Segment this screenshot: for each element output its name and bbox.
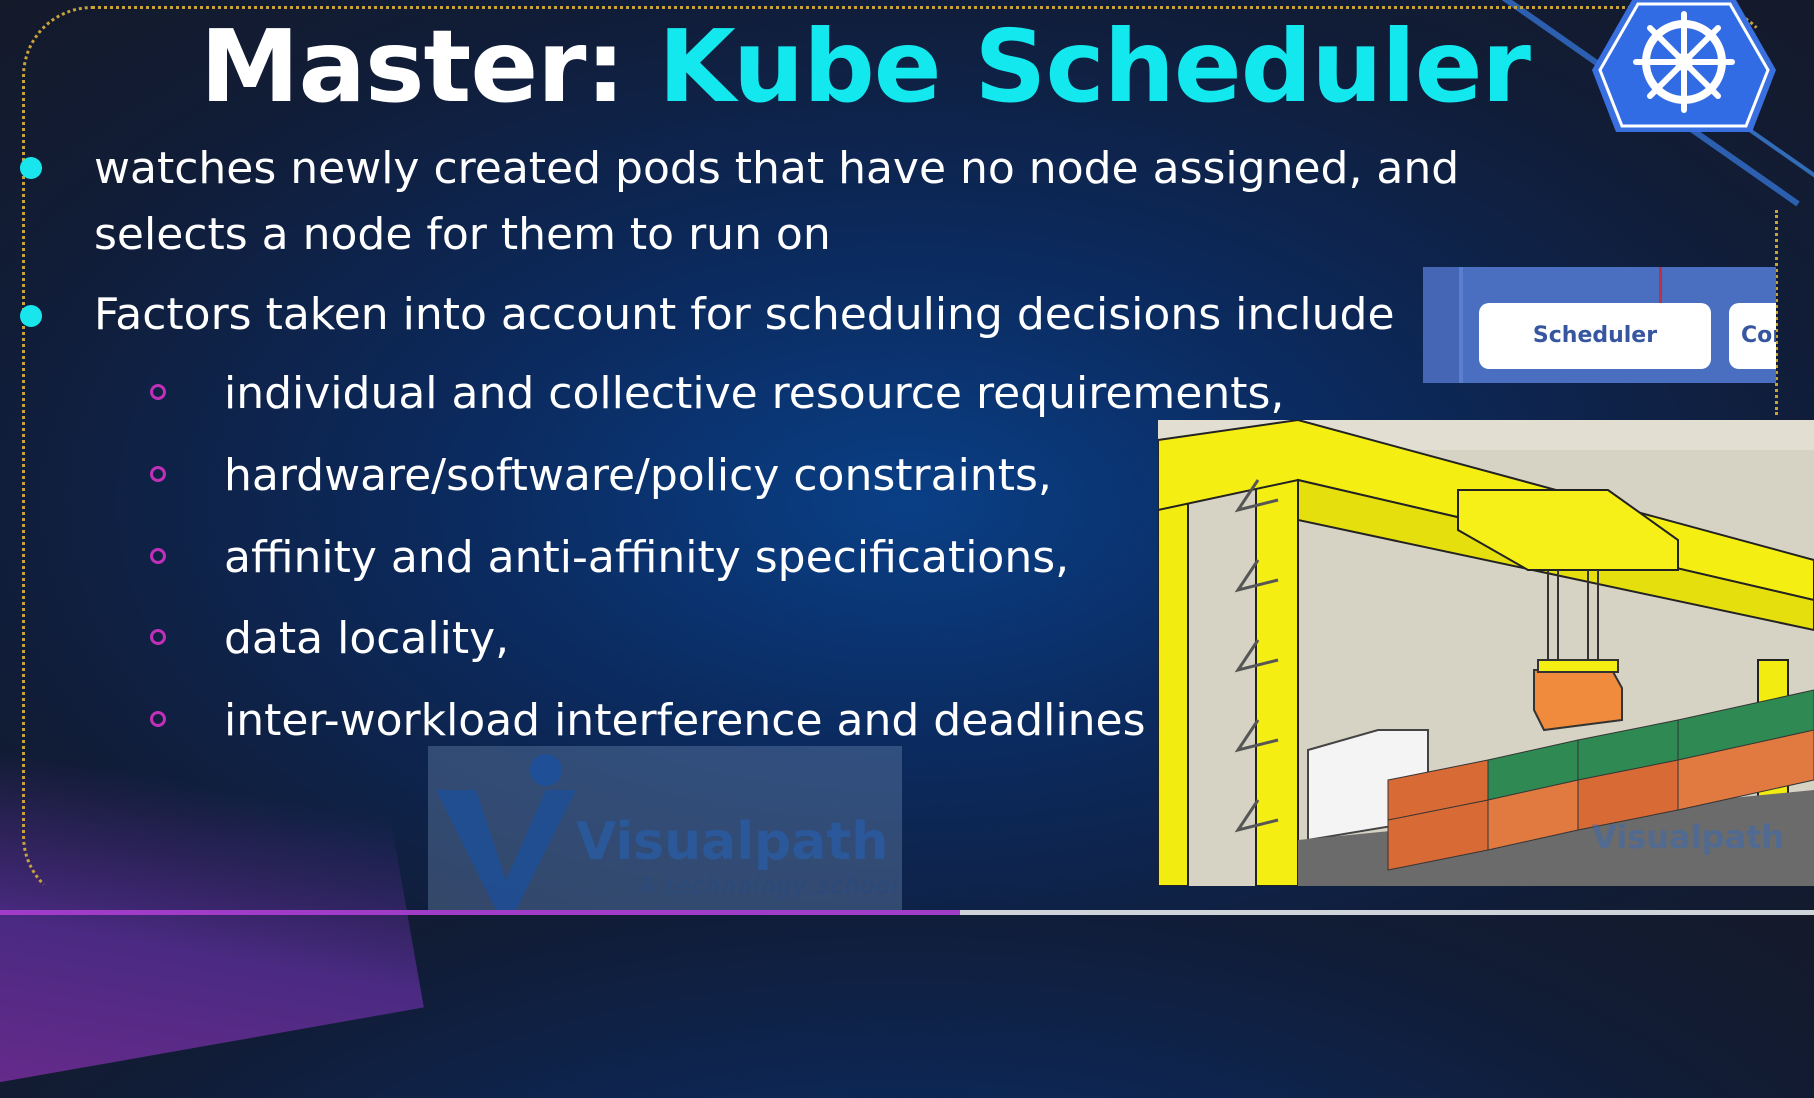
- sub-bullet-text: inter-workload interference and deadline…: [224, 695, 1146, 746]
- slide-title: Master: Kube Scheduler: [200, 2, 1531, 132]
- bottom-accent-bar: [0, 910, 960, 915]
- bullet-dot: [20, 305, 42, 327]
- watermark-brand: Visualpath: [576, 812, 889, 872]
- sub-bullet-icon: [150, 384, 166, 400]
- scheduler-box: Scheduler: [1479, 303, 1711, 369]
- slide-frame-right: [1775, 210, 1778, 415]
- sub-bullet-text: data locality,: [224, 613, 510, 664]
- visualpath-logo-icon: [436, 754, 576, 910]
- arrow-up-icon: [1659, 267, 1662, 303]
- bottom-bar: [960, 910, 1814, 915]
- watermark-tagline: A technology school: [640, 874, 900, 899]
- slide-frame: [22, 6, 1778, 906]
- bullet-dot: [20, 157, 42, 179]
- kubernetes-logo-icon: [1592, 0, 1776, 132]
- bullet-text-2: Factors taken into account for schedulin…: [94, 289, 1395, 340]
- sub-bullet-icon: [150, 629, 166, 645]
- bullet-text-1: watches newly created pods that have no …: [94, 143, 1460, 260]
- watermark-logo: Visualpath A technology school: [428, 746, 902, 910]
- sub-bullet-icon: [150, 548, 166, 564]
- sub-bullet-icon: [150, 711, 166, 727]
- crane-illustration: [1158, 420, 1814, 886]
- title-prefix: Master:: [200, 8, 625, 125]
- scheduler-diagram-inset: Scheduler Con: [1423, 267, 1776, 383]
- sub-bullet-text: affinity and anti-affinity specification…: [224, 532, 1070, 583]
- watermark-small: Visualpath: [1592, 818, 1785, 856]
- sub-bullet-text: hardware/software/policy constraints,: [224, 450, 1052, 501]
- title-highlight: Kube Scheduler: [658, 8, 1531, 125]
- controller-box: Con: [1729, 303, 1776, 369]
- sub-bullet-text: individual and collective resource requi…: [224, 368, 1285, 419]
- sub-bullet-icon: [150, 466, 166, 482]
